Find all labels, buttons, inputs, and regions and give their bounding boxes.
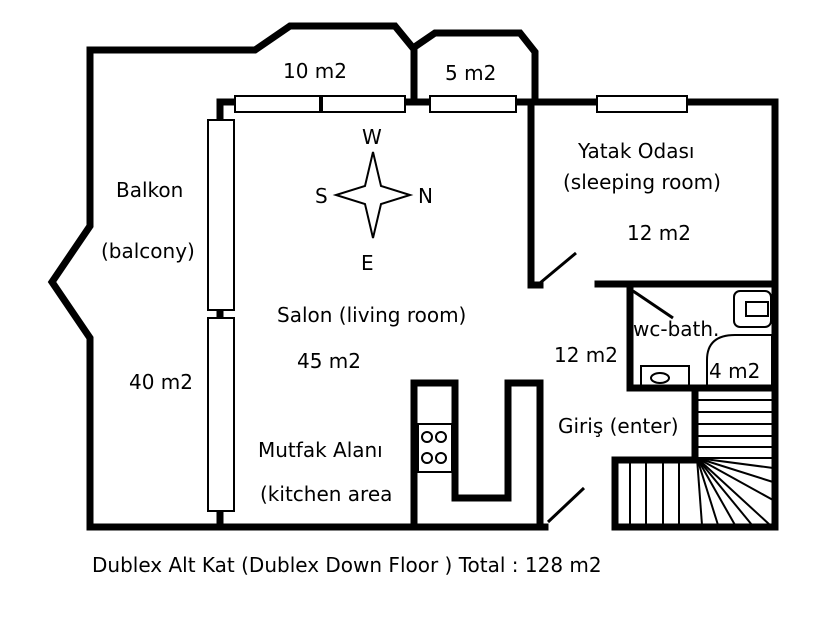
- walls: [47, 22, 779, 531]
- room-labels: 10 m2 5 m2 Yatak Odası (sleeping room) 1…: [92, 59, 760, 577]
- bathtub-icon: [733, 290, 772, 328]
- salon-area: 45 m2: [297, 349, 361, 373]
- bedroom-door: [539, 251, 577, 285]
- kitchen-title: Mutfak Alanı: [258, 438, 383, 462]
- balcony-english: (balcony): [101, 239, 195, 263]
- sink-icon: [640, 365, 690, 389]
- area-10-label: 10 m2: [283, 59, 347, 83]
- bedroom-area: 12 m2: [627, 221, 691, 245]
- bedroom-inner-wall: [527, 98, 544, 289]
- salon-title: Salon (living room): [277, 303, 466, 327]
- toilet-icon: [706, 334, 773, 385]
- window-top-4: [596, 95, 688, 113]
- window-top-3: [429, 95, 517, 113]
- footer-total: Dublex Alt Kat (Dublex Down Floor ) Tota…: [92, 553, 602, 577]
- area-5-label: 5 m2: [445, 61, 496, 85]
- balcony-outer-wall: [47, 22, 539, 531]
- main-top-and-right-wall: [216, 98, 779, 531]
- bedroom-title: Yatak Odası: [577, 139, 694, 163]
- compass-west: W: [362, 125, 382, 149]
- compass-south: S: [315, 184, 328, 208]
- entrance-door: [546, 486, 586, 524]
- windows: [207, 95, 688, 512]
- balcony-area: 40 m2: [129, 370, 193, 394]
- kitchen-english: (kitchen area: [260, 482, 392, 506]
- bedroom-english: (sleeping room): [563, 170, 721, 194]
- entrance-title: Giriş (enter): [558, 414, 679, 438]
- wc-area: 4 m2: [709, 359, 760, 383]
- window-left-2: [207, 317, 235, 512]
- compass-north: N: [418, 184, 433, 208]
- doors: [539, 251, 674, 524]
- window-top-1: [234, 95, 321, 113]
- entry-area: 12 m2: [554, 343, 618, 367]
- window-top-2: [321, 95, 406, 113]
- stove-icon: [417, 423, 453, 473]
- staircase-icon: [629, 399, 774, 526]
- compass-east: E: [361, 251, 374, 275]
- compass-rose-icon: W S N E: [315, 125, 433, 275]
- stair-wall: [611, 384, 779, 464]
- window-left-1: [207, 119, 235, 311]
- wc-door: [632, 289, 674, 320]
- kitchen-counter-wall: [410, 379, 544, 531]
- wc-title: wc-bath.: [633, 317, 719, 341]
- balcony-title: Balkon: [116, 178, 183, 202]
